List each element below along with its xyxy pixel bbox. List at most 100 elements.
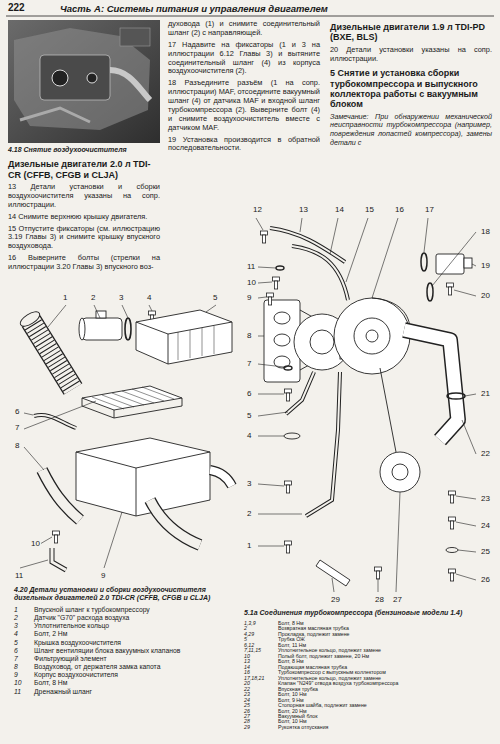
engine-bay-photo (8, 20, 160, 143)
callout-number: 1 (62, 294, 68, 302)
callout-number: 7 (246, 360, 252, 368)
legend-row: 10Болт, 8 Нм (14, 679, 238, 687)
callout-number: 4 (246, 432, 252, 440)
legend-text: Крышка воздухоочистителя (34, 639, 238, 647)
legend-row: 11Дренажный шланг (14, 688, 238, 696)
running-title: Часть А: Системы питания и управления дв… (60, 3, 328, 14)
legend-text: Прокладка, подлежит замене (278, 632, 496, 637)
legend-text: Рукоятка отпускания (278, 725, 496, 730)
legend-number: 9 (14, 671, 34, 679)
paragraph: 18 Разъедините разъём (1 на сопр. иллюст… (168, 79, 320, 132)
paragraph: 20 Детали установки указаны на сопр. илл… (330, 46, 492, 64)
callout-number: 13 (298, 206, 309, 214)
legend-number: 1 (14, 606, 34, 614)
legend-row: 1Впускной шланг к турбокомпрессору (14, 606, 238, 614)
callout-number: 3 (246, 480, 252, 488)
callout-number: 14 (334, 206, 345, 214)
callout-number: 25 (480, 548, 491, 556)
air-cleaner-exploded-view (18, 305, 232, 570)
legend-row: 3Уплотнительное кольцо (14, 622, 238, 630)
figure-caption: 5.1а Соединения турбокомпрессора (бензин… (244, 609, 494, 617)
note-paragraph: Замечание: При обнаружении механической … (330, 113, 492, 148)
legend-number: 4 (14, 630, 34, 638)
callout-number: 2 (246, 510, 252, 518)
callout-number: 1 (246, 542, 252, 550)
paragraph: 16 Выверните болты (стрелки на иллюстрац… (8, 254, 160, 272)
header-rule (6, 16, 494, 17)
callout-number: 5 (246, 412, 252, 420)
text-column: Дизельные двигатели 1.9 л TDI-PD (BXE, B… (330, 20, 492, 147)
legend-number: 3 (14, 622, 34, 630)
callout-number: 11 (14, 572, 24, 580)
legend-row: 9Корпус воздухоочистителя (14, 671, 238, 679)
photo-caption: 4.18 Снятие воздухоочистителя (8, 146, 160, 154)
callout-number: 27 (392, 596, 403, 604)
legend-number: 1,3,9 (244, 621, 278, 626)
text-column: 4.18 Снятие воздухоочистителяДизельные д… (8, 146, 160, 272)
legend-text: Болт, 10 Нм (278, 692, 496, 697)
legend-row: 6Шланг вентиляции блока вакуумных клапан… (14, 647, 238, 655)
legend-number: 29 (244, 725, 278, 730)
section-heading: Дизельные двигатели 2.0 л TDI-CR (CFFB, … (8, 159, 160, 180)
callout-number: 28 (374, 596, 385, 604)
callout-number: 20 (480, 292, 491, 300)
legend-number: 10 (14, 679, 34, 687)
legend-number: 8 (14, 663, 34, 671)
callout-number: 18 (480, 228, 491, 236)
callout-number: 6 (14, 408, 20, 416)
legend-number: 4,29 (244, 632, 278, 637)
callout-number: 9 (246, 294, 252, 302)
callout-number: 11 (246, 263, 256, 271)
legend-number: 2 (14, 614, 34, 622)
legend-text: Шланг вентиляции блока вакуумных клапано… (34, 647, 238, 655)
callout-number: 5 (212, 294, 218, 302)
legend-text: Стопорная шайба, подлежит замене (278, 703, 496, 708)
callout-number: 4 (146, 294, 152, 302)
callout-number: 8 (246, 332, 252, 340)
legend-text: Фильтрующий элемент (34, 655, 238, 663)
figure-caption: 4.20 Детали установки и сборки воздухооч… (14, 586, 236, 603)
legend-text: Впускная трубка (278, 687, 496, 692)
callout-number: 19 (480, 262, 491, 270)
legend-text: Воздуховод, от держателя замка капота (34, 663, 238, 671)
callout-number: 3 (118, 294, 124, 302)
callout-number: 21 (480, 390, 491, 398)
legend-row: 8Воздуховод, от держателя замка капота (14, 663, 238, 671)
legend-text: Датчик "G70" расхода воздуха (34, 614, 238, 622)
legend-row: 2Датчик "G70" расхода воздуха (14, 614, 238, 622)
legend-text: Уплотнительное кольцо (34, 622, 238, 630)
legend-number: 7 (14, 655, 34, 663)
paragraph: духовода (1) и снимите соединительный шл… (168, 20, 320, 38)
legend-text: Корпус воздухоочистителя (34, 671, 238, 679)
callout-number: 8 (14, 442, 20, 450)
turbocharger-exploded-view (256, 218, 476, 592)
callout-number: 7 (14, 424, 20, 432)
text-column: духовода (1) и снимите соединительный шл… (168, 20, 320, 153)
legend-row: 5Крышка воздухоочистителя (14, 639, 238, 647)
callout-number: 6 (246, 390, 252, 398)
callout-number: 9 (100, 572, 106, 580)
paragraph: 15 Отпустите фиксаторы (см. иллюстрацию … (8, 225, 160, 252)
paragraph: 17 Надавите на фиксаторы (1 и 3 на иллюс… (168, 41, 320, 77)
legend-row: 4Болт, 2 Нм (14, 630, 238, 638)
callout-number: 12 (252, 206, 263, 214)
legend-text: Болт, 2 Нм (34, 630, 238, 638)
legend-text: Дренажный шланг (34, 688, 238, 696)
callout-number: 2 (90, 294, 96, 302)
callout-number: 29 (330, 596, 341, 604)
callout-number: 22 (480, 450, 491, 458)
section-heading: Дизельные двигатели 1.9 л TDI-PD (BXE, B… (330, 22, 492, 43)
section-heading: 5 Снятие и установка сборки турбокомпрес… (330, 68, 492, 109)
callout-number: 17 (424, 206, 435, 214)
paragraph: 14 Снимите верхнюю крышку двигателя. (8, 213, 160, 222)
callout-number: 10 (246, 279, 257, 287)
legend-text: Впускной шланг к турбокомпрессору (34, 606, 238, 614)
callout-number: 23 (480, 495, 491, 503)
callout-number: 26 (480, 576, 491, 584)
page-number: 222 (8, 2, 25, 13)
legend-text: Трубка ОЖ (278, 637, 496, 642)
legend-row: 7Фильтрующий элемент (14, 655, 238, 663)
legend-text: Болт, 8 Нм (34, 679, 238, 687)
legend-number: 6 (14, 647, 34, 655)
parts-legend: 1,3,9Болт, 8 Нм2Возвратная масляная труб… (244, 621, 496, 730)
